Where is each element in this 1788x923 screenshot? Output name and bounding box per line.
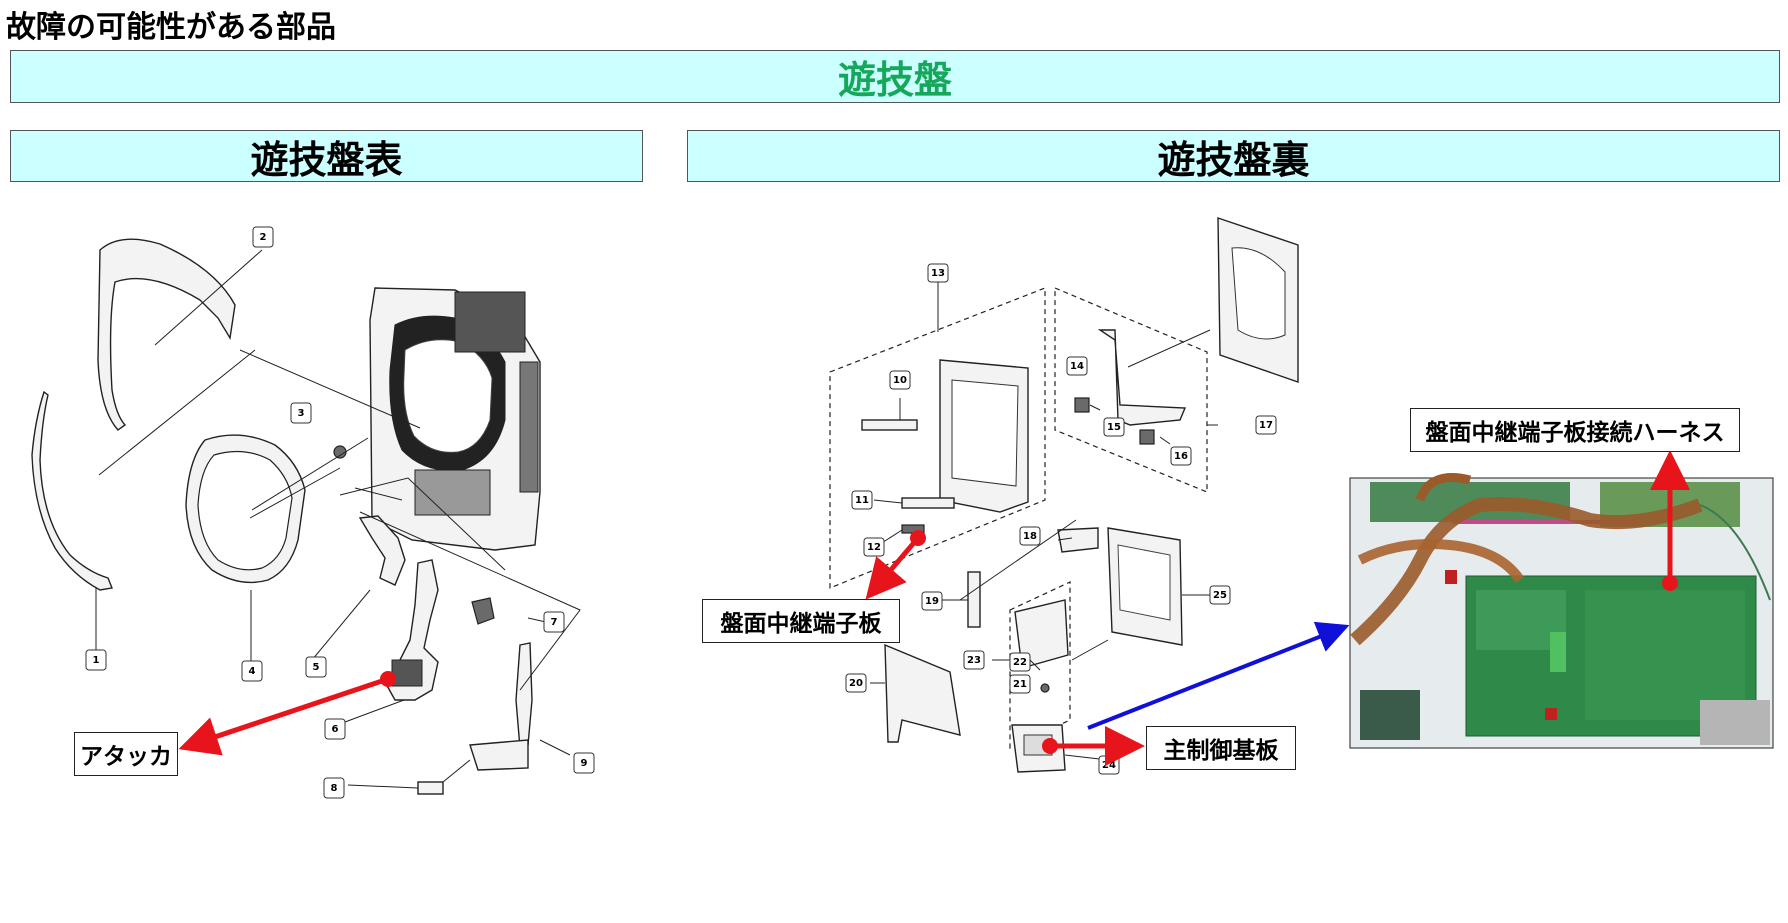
part-18-bar [1057,527,1099,553]
part-number-10: 10 [893,375,907,386]
part-15 [1074,397,1090,413]
part-22-board [1014,599,1069,669]
part-16 [1139,429,1155,445]
part-20-board [884,643,961,743]
attacker-arrow [178,676,389,756]
part-14-harness [1097,329,1187,426]
part-number-12: 12 [867,542,881,553]
part-number-2: 2 [260,232,267,243]
part-2-outer-rail [97,238,236,431]
part-19 [967,571,981,628]
part-10-bar [861,419,918,431]
relay-board-arrow [865,536,920,600]
part-3-knob [333,445,347,459]
part-21-screw [1040,683,1050,693]
part-number-17: 17 [1259,420,1273,431]
back-assembly: 13 10 14 15 16 17 11 12 18 25 19 23 22 2… [829,217,1350,775]
group-17-outline [1054,287,1208,493]
part-11-bar [901,497,955,509]
part-number-4: 4 [249,666,256,677]
part-number-19: 19 [925,596,939,607]
front-assembly: 2 3 1 4 5 6 7 8 9 [31,226,595,799]
part-7-small-part [471,597,495,625]
part-8-bottom-part [469,739,529,771]
group-23-outline [1009,581,1071,749]
attacker-marker [380,671,396,687]
board-photo [1349,450,1774,749]
part-number-11: 11 [855,495,869,506]
group-13-outline [829,287,1046,589]
relay-board-marker [910,530,926,546]
attacker-label: アタッカ [74,732,178,776]
main-banner: 遊技盤 [10,50,1780,103]
front-side-banner: 遊技盤表 [10,130,643,182]
part-number-8: 8 [331,783,338,794]
part-9-rail [515,642,533,749]
part-number-16: 16 [1174,451,1188,462]
relay-harness-label: 盤面中継端子板接続ハーネス [1410,408,1740,452]
part-number-18: 18 [1023,531,1037,542]
part-number-tags-front: 2 3 1 4 5 6 7 8 9 [85,226,595,799]
part-number-1: 1 [93,655,100,666]
part-number-22: 22 [1013,657,1027,668]
part-number-tags-back: 13 10 14 15 16 17 11 12 18 25 19 23 22 2… [845,263,1277,775]
part-number-14: 14 [1070,361,1084,372]
part-number-7: 7 [551,617,558,628]
part-number-9: 9 [581,758,588,769]
part-number-5: 5 [313,662,320,673]
part-number-20: 20 [849,678,863,689]
back-side-banner: 遊技盤裏 [687,130,1780,182]
part-number-3: 3 [298,408,305,419]
part-number-23: 23 [967,655,981,666]
part-number-21: 21 [1013,679,1027,690]
part-number-24: 24 [1102,760,1116,771]
relay-board-label: 盤面中継端子板 [702,599,900,643]
part-1-left-rail [31,390,113,591]
photo-link-arrow [1087,621,1350,730]
harness-marker [1662,575,1678,591]
part-number-6: 6 [332,724,339,735]
part-number-13: 13 [931,268,945,279]
part-8-plate [417,781,444,795]
main-board-marker [1042,738,1058,754]
part-number-15: 15 [1107,422,1121,433]
part-number-25: 25 [1213,590,1227,601]
page-title: 故障の可能性がある部品 [6,10,336,45]
main-control-board-label: 主制御基板 [1146,726,1296,770]
